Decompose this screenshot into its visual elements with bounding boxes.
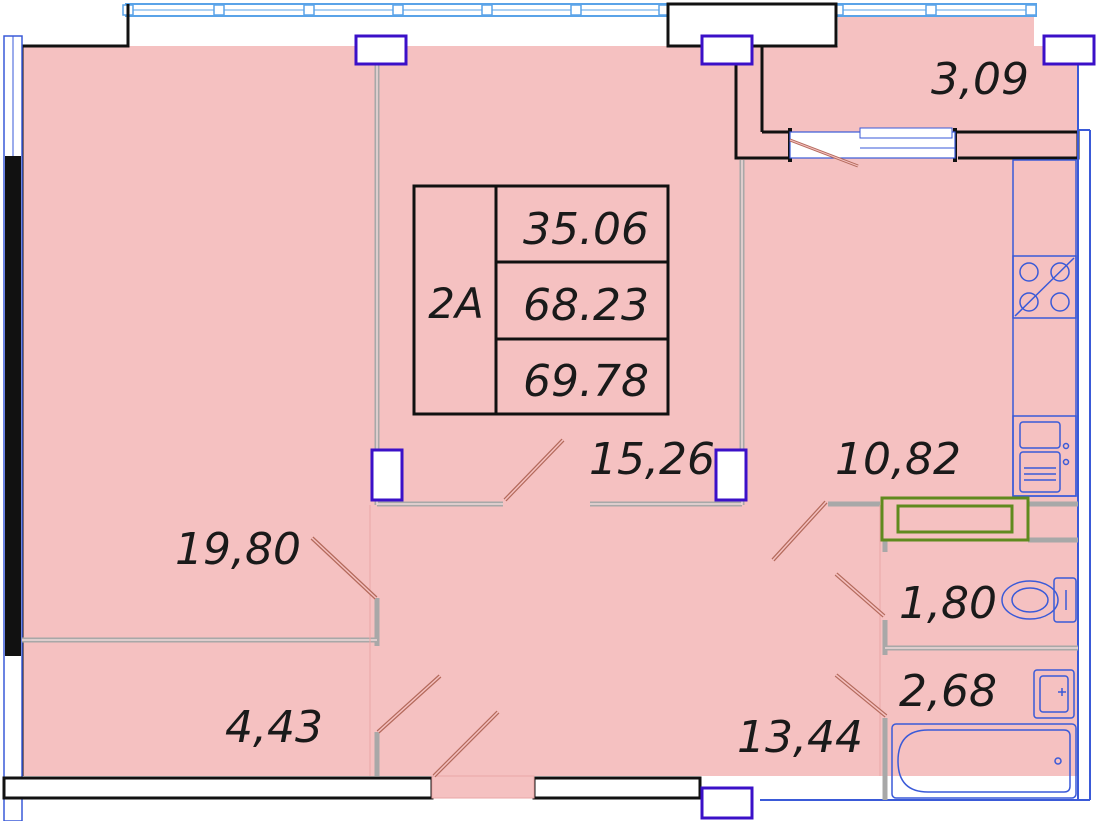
- door-swings-inner: [311, 439, 887, 777]
- top-window-left: [122, 3, 670, 17]
- bedroom-area-label: 19,80: [175, 524, 301, 575]
- stove-icon: [1012, 255, 1077, 319]
- column: [714, 448, 748, 502]
- living-room-area-label: 15,26: [589, 434, 715, 485]
- bathtub-icon: [891, 723, 1077, 799]
- balcony-area-label: 3,09: [931, 54, 1029, 105]
- partition-inner: [22, 64, 1078, 649]
- columns: [354, 34, 1096, 820]
- storage-area-label: 4,43: [225, 702, 323, 753]
- living-area-value: 35.06: [523, 204, 649, 255]
- column: [700, 34, 754, 66]
- apartment-summary-table: 2А 35.06 68.23 69.78: [412, 184, 670, 416]
- kitchen-sink-icon: [1012, 415, 1077, 497]
- bathroom-area-label: 2,68: [899, 666, 997, 717]
- top-window-right: [832, 3, 1037, 17]
- total-area-value: 68.23: [523, 280, 649, 331]
- hallway-outline: [369, 505, 881, 776]
- right-exterior-wall: [1077, 46, 1091, 800]
- apartment-type-label: 2А: [428, 279, 483, 328]
- area-with-balcony-value: 69.78: [523, 356, 649, 407]
- hallway-area-label: 13,44: [737, 712, 863, 763]
- column: [1042, 34, 1096, 66]
- toilet-area-label: 1,80: [899, 578, 997, 629]
- left-window: [3, 35, 23, 821]
- washbasin-icon: [1033, 669, 1075, 719]
- balcony-door: [789, 127, 956, 168]
- column: [700, 786, 754, 820]
- column: [354, 34, 408, 66]
- room-labels: 3,09 19,80 15,26 10,82 1,80 2,68 13,44 4…: [175, 54, 1029, 763]
- column: [370, 448, 404, 502]
- bottom-exterior-wall: [2, 775, 1090, 801]
- radiator-icon: [880, 496, 1030, 542]
- kitchen-area-label: 10,82: [835, 434, 961, 485]
- toilet-icon: [1001, 577, 1077, 623]
